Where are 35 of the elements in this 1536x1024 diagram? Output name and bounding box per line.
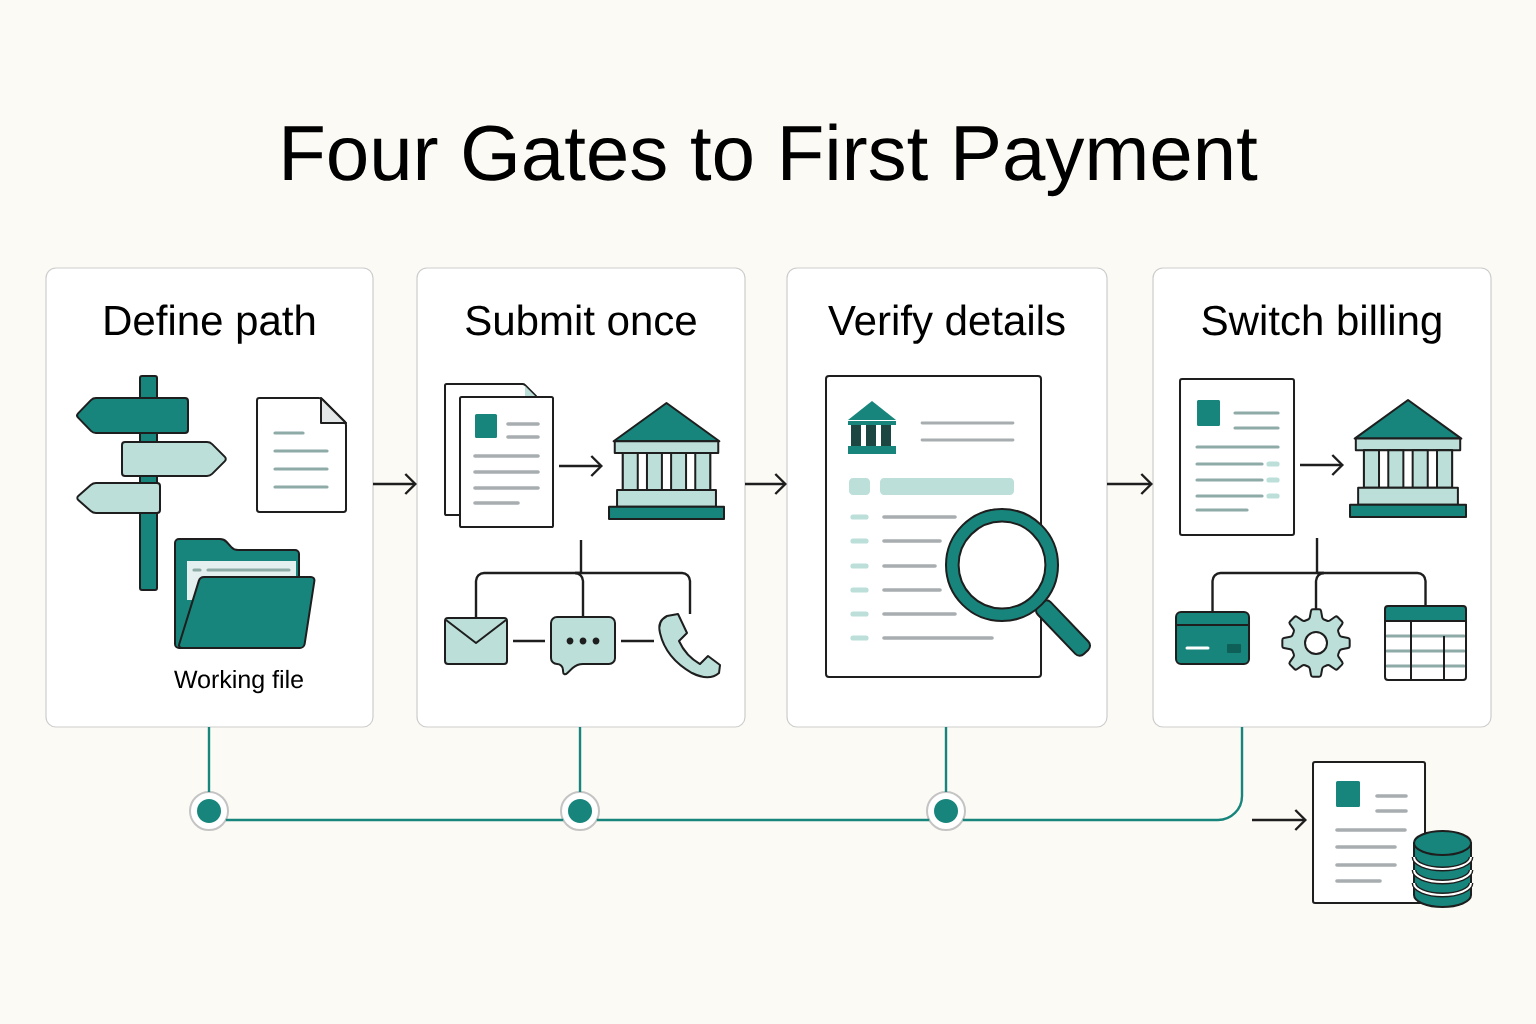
arrow [1300, 454, 1344, 476]
connector-line [225, 818, 564, 822]
timeline-dot [189, 791, 229, 831]
envelope-icon [444, 617, 508, 665]
arrow [1252, 809, 1307, 831]
document-icon [1179, 378, 1295, 536]
connector-line [621, 639, 654, 643]
arrow [745, 473, 787, 495]
arrow [373, 473, 417, 495]
card-icon [1175, 611, 1250, 665]
arrow [559, 455, 603, 477]
connector-line [513, 639, 545, 643]
document-database-icon [1312, 761, 1474, 908]
phone-icon [658, 613, 721, 679]
connector-line [1315, 538, 1319, 573]
title: Four Gates to First Payment [284, 123, 1258, 197]
connector-line [962, 727, 1244, 822]
connector-line [573, 571, 585, 617]
connector-line [944, 727, 948, 792]
bank-icon [608, 402, 725, 520]
bank-icon [1349, 399, 1467, 518]
connector-line [596, 818, 930, 822]
arrow [1107, 473, 1153, 495]
timeline-dot [560, 791, 600, 831]
table-icon [1384, 605, 1467, 681]
connector-line [207, 727, 211, 792]
connector-line [578, 727, 582, 792]
connector-line [1211, 571, 1317, 612]
connector-line [581, 571, 692, 614]
connector-line [1317, 571, 1427, 606]
timeline-dot [926, 791, 966, 831]
document-stack-icon [444, 383, 554, 528]
connector-line [579, 540, 583, 573]
gear-icon [1281, 608, 1351, 678]
folder-caption: Working file [174, 669, 303, 694]
